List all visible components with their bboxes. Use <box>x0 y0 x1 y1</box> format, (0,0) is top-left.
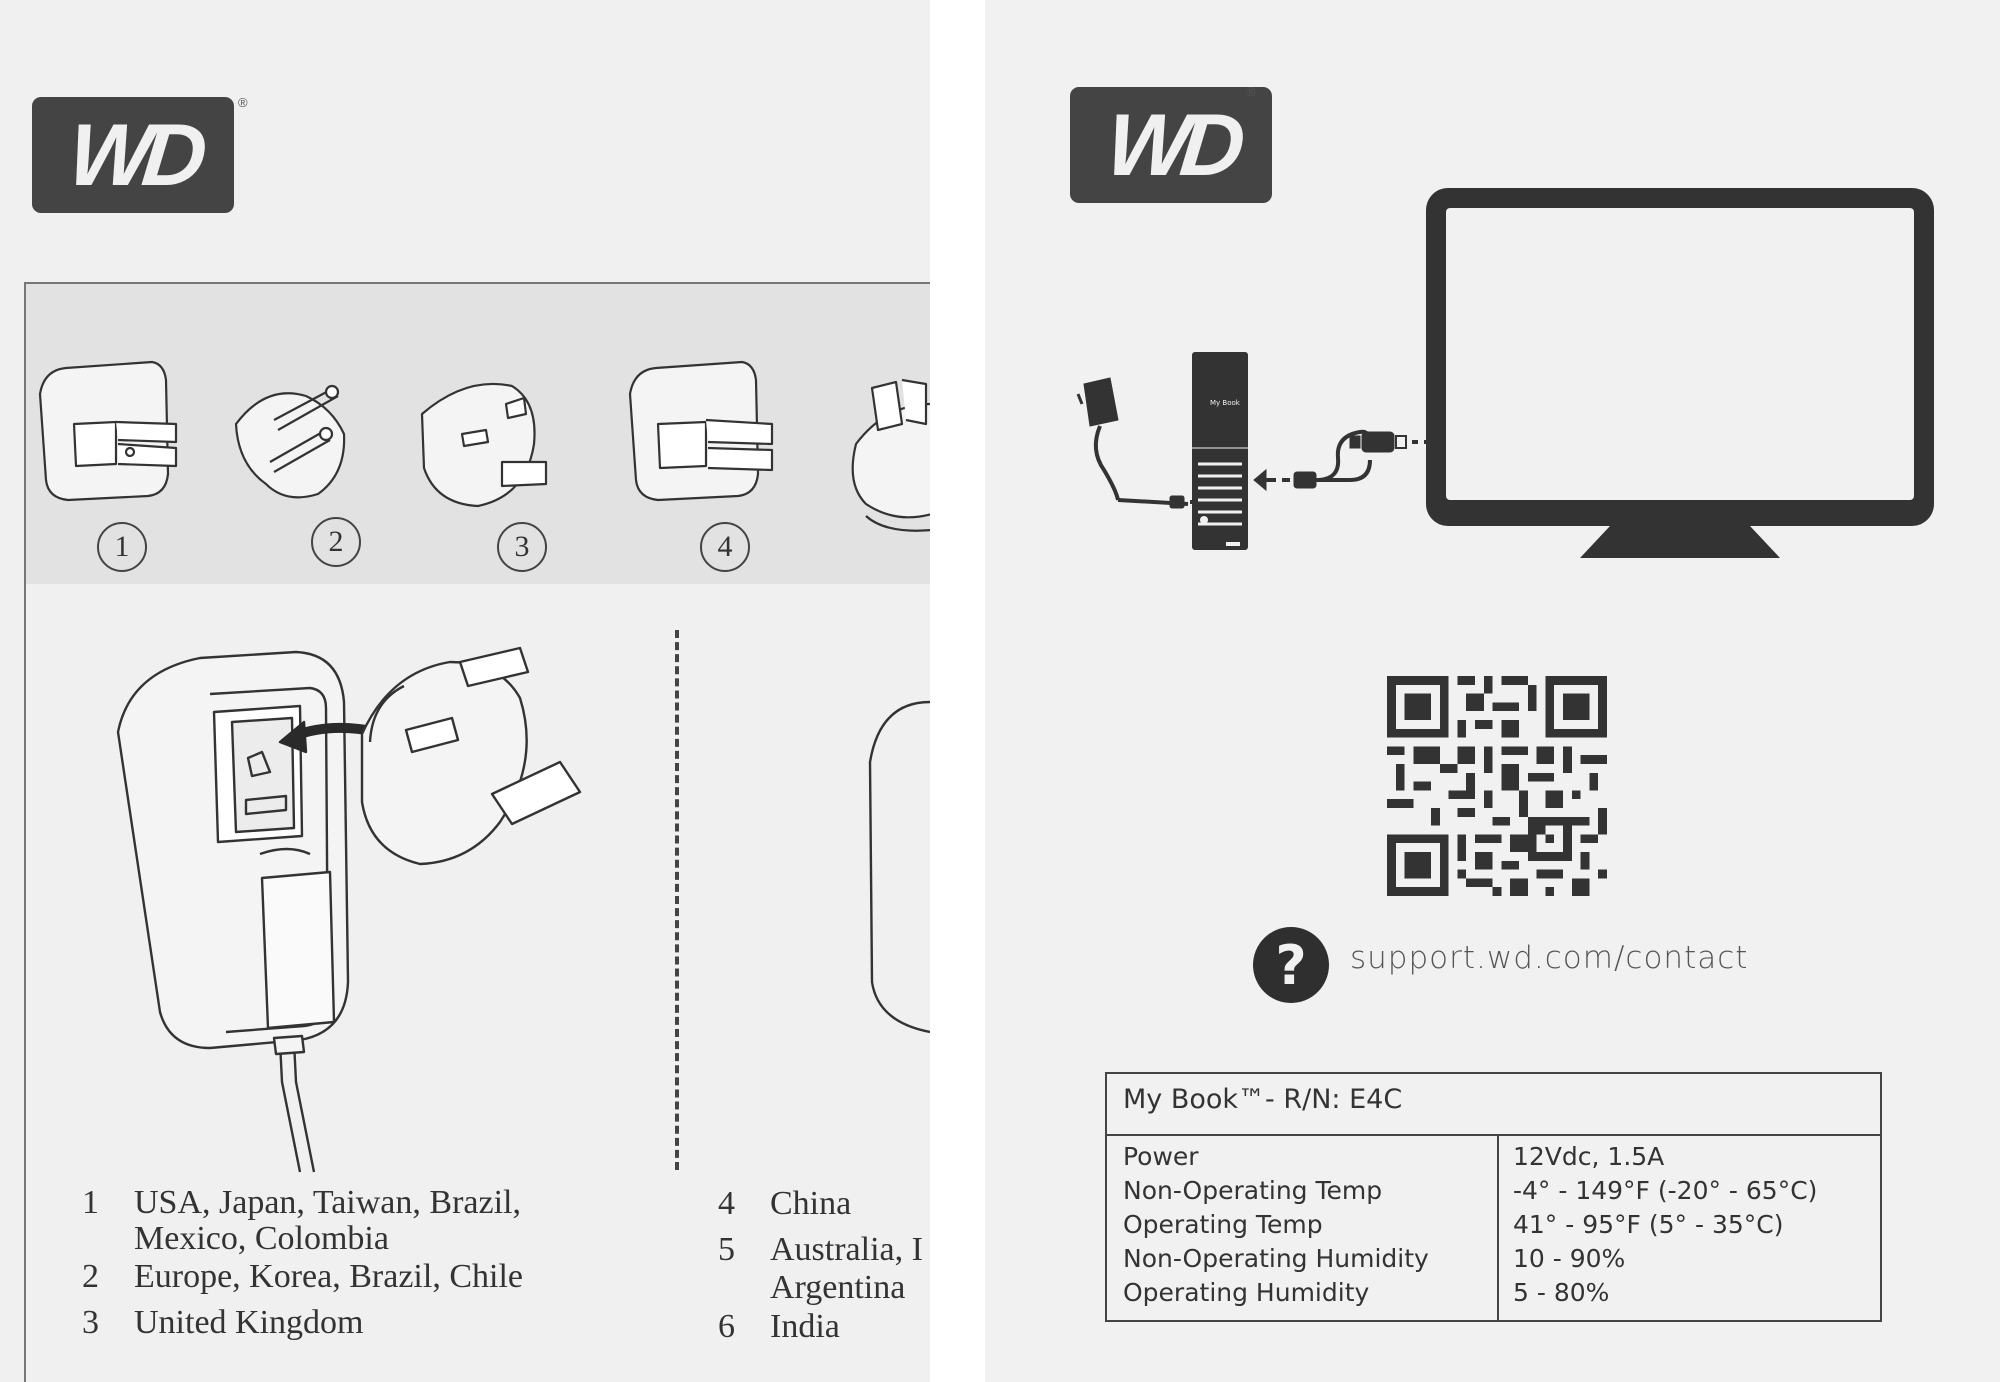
spec-value-non-operating-temp: -4° - 149°F (-20° - 65°C) <box>1513 1176 1818 1205</box>
spec-label-operating-temp: Operating Temp <box>1123 1210 1323 1239</box>
plug-number-2: 2 <box>311 517 361 567</box>
region-number: 5 <box>718 1231 735 1268</box>
connection-diagram: My Book <box>1076 188 1934 558</box>
region-label: Argentina <box>770 1269 906 1306</box>
plug-number-4: 4 <box>700 522 750 572</box>
monitor-icon <box>1426 188 1934 558</box>
adapter-panel <box>24 582 930 1382</box>
plug-type-2-illustration <box>234 384 346 499</box>
plug-types-panel: 1 2 3 4 <box>24 282 930 584</box>
mybook-drive-icon: My Book <box>1192 352 1248 550</box>
panel-divider <box>675 630 679 1170</box>
registered-mark: ® <box>1246 84 1256 99</box>
plug-type-3-illustration <box>420 382 548 508</box>
spec-label-non-operating-temp: Non-Operating Temp <box>1123 1176 1383 1205</box>
left-page: WD ® <box>0 0 930 1382</box>
qr-code[interactable] <box>1386 676 1608 896</box>
region-label: Australia, I <box>770 1231 923 1268</box>
spec-value-power: 12Vdc, 1.5A <box>1513 1142 1665 1171</box>
spec-label-power: Power <box>1123 1142 1199 1171</box>
region-label: United Kingdom <box>134 1304 364 1341</box>
spec-table-rule <box>1107 1134 1880 1136</box>
spec-table-column-rule <box>1497 1134 1499 1320</box>
device-label: My Book <box>1210 399 1241 407</box>
plug-type-4-illustration <box>628 360 774 502</box>
spec-value-operating-humidity: 5 - 80% <box>1513 1278 1610 1307</box>
region-label: China <box>770 1185 852 1222</box>
plug-illustrations <box>38 360 930 532</box>
registered-mark: ® <box>238 95 248 110</box>
region-label: Mexico, Colombia <box>134 1220 389 1257</box>
wd-logo-text: WD <box>1101 95 1241 194</box>
region-number: 2 <box>82 1258 99 1295</box>
spec-label-operating-humidity: Operating Humidity <box>1123 1278 1370 1307</box>
spec-table-title: My Book™- R/N: E4C <box>1123 1084 1403 1115</box>
region-label: India <box>770 1308 840 1345</box>
plug-type-5-illustration <box>851 378 930 532</box>
usb-cable-icon <box>1253 429 1445 492</box>
plug-type-1-illustration <box>38 360 178 502</box>
spec-label-non-operating-humidity: Non-Operating Humidity <box>1123 1244 1429 1273</box>
plug-number-1: 1 <box>97 522 147 572</box>
region-number: 4 <box>718 1185 735 1222</box>
wd-logo-text: WD <box>63 105 203 204</box>
plug-number-3: 3 <box>497 522 547 572</box>
region-label: Europe, Korea, Brazil, Chile <box>134 1258 523 1295</box>
spec-table: My Book™- R/N: E4C Power Non-Operating T… <box>1105 1072 1882 1322</box>
support-url[interactable]: support.wd.com/contact <box>1350 940 1749 976</box>
region-number: 1 <box>82 1184 99 1221</box>
spec-value-operating-temp: 41° - 95°F (5° - 35°C) <box>1513 1210 1784 1239</box>
region-label: USA, Japan, Taiwan, Brazil, <box>134 1184 521 1221</box>
region-number: 3 <box>82 1304 99 1341</box>
help-icon: ? <box>1253 927 1329 1003</box>
page-gutter <box>930 0 985 1382</box>
wd-logo: WD <box>32 97 234 213</box>
region-number: 6 <box>718 1308 735 1345</box>
spec-value-non-operating-humidity: 10 - 90% <box>1513 1244 1626 1273</box>
adapter-illustration <box>116 646 930 1173</box>
wd-logo-right: WD <box>1070 87 1272 203</box>
